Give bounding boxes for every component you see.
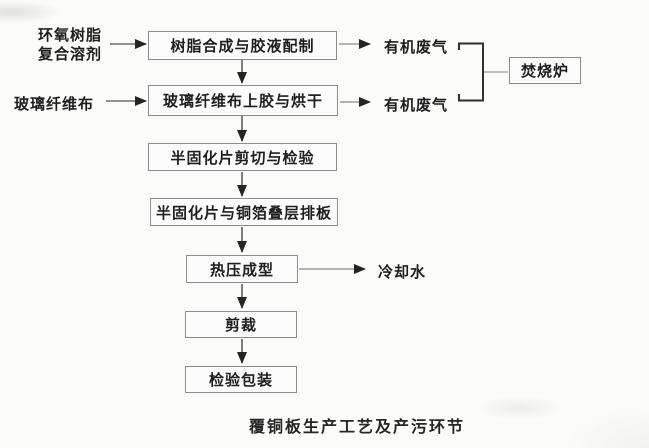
process-box-resin-synthesis: 树脂合成与胶液配制 [148, 31, 337, 60]
process-box-inspection-packaging: 检验包装 [185, 366, 297, 393]
process-box-hot-press-forming: 热压成型 [186, 255, 298, 283]
input-label-glass-fiber-cloth: 玻璃纤维布 [14, 96, 95, 113]
emission-label-organic-waste-gas-1: 有机废气 [384, 39, 449, 56]
process-box-prepreg-copper-foil-stacking: 半固化片与铜箔叠层排板 [150, 198, 338, 226]
input-label-epoxy-resin-solvent: 环氧树脂 复合溶剂 [28, 26, 112, 64]
process-box-gluing-drying: 玻璃纤维布上胶与烘干 [148, 85, 338, 116]
process-box-trimming: 剪裁 [185, 311, 297, 338]
input-label-line2: 复合溶剂 [37, 46, 102, 63]
emission-label-organic-waste-gas-2: 有机废气 [384, 97, 449, 114]
treatment-box-incinerator: 焚烧炉 [509, 57, 581, 84]
process-box-prepreg-cutting-inspection: 半固化片剪切与检验 [148, 143, 337, 171]
diagram-caption: 覆铜板生产工艺及产污环节 [248, 419, 465, 436]
input-label-line1: 环氧树脂 [37, 27, 102, 44]
emission-label-cooling-water: 冷却水 [378, 264, 427, 281]
waste-gas-bracket [458, 42, 484, 102]
